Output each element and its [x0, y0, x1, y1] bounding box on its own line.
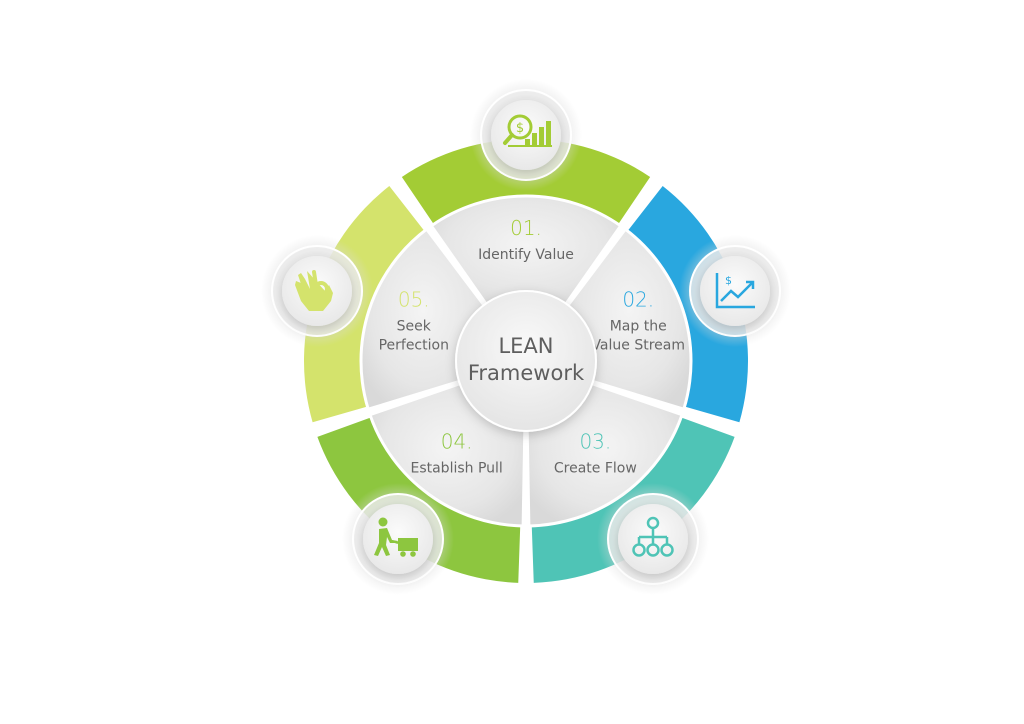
step-create-flow: 03. Create Flow: [554, 429, 637, 476]
step-label: Create Flow: [554, 460, 637, 476]
step-identify-value: 01. Identify Value: [478, 216, 574, 263]
badge-seek-perfection: [261, 235, 373, 347]
badge-create-flow: [597, 483, 709, 595]
svg-text:$: $: [516, 121, 524, 136]
hierarchy-nodes-icon: [632, 516, 674, 557]
money-magnifier-bar-chart-icon: $: [503, 114, 552, 147]
dollar-line-chart-icon: $: [715, 273, 755, 309]
inner-disc: [359, 194, 693, 528]
person-pulling-cart-icon: [374, 517, 418, 557]
step-label: Value Stream: [591, 338, 685, 354]
center-title-line1: LEAN: [498, 334, 553, 358]
step-label: Establish Pull: [410, 460, 502, 476]
step-number: 02.: [622, 288, 654, 312]
step-number: 01.: [510, 216, 542, 240]
step-establish-pull: 04. Establish Pull: [410, 429, 502, 476]
step-label: Seek: [397, 319, 432, 335]
ok-hand-gesture-icon: [295, 270, 333, 311]
step-label: Map the: [610, 319, 667, 335]
svg-text:$: $: [725, 274, 732, 287]
icon-badges: $$: [261, 79, 791, 595]
badge-identify-value: $: [470, 79, 582, 191]
step-number: 04.: [441, 429, 473, 453]
step-label: Perfection: [379, 338, 449, 354]
badge-map-value-stream: $: [679, 235, 791, 347]
center-title-line2: Framework: [468, 361, 585, 385]
badge-establish-pull: [342, 483, 454, 595]
step-number: 05.: [398, 288, 430, 312]
step-label: Identify Value: [478, 247, 574, 263]
center-hub: [455, 290, 597, 432]
step-number: 03.: [579, 429, 611, 453]
